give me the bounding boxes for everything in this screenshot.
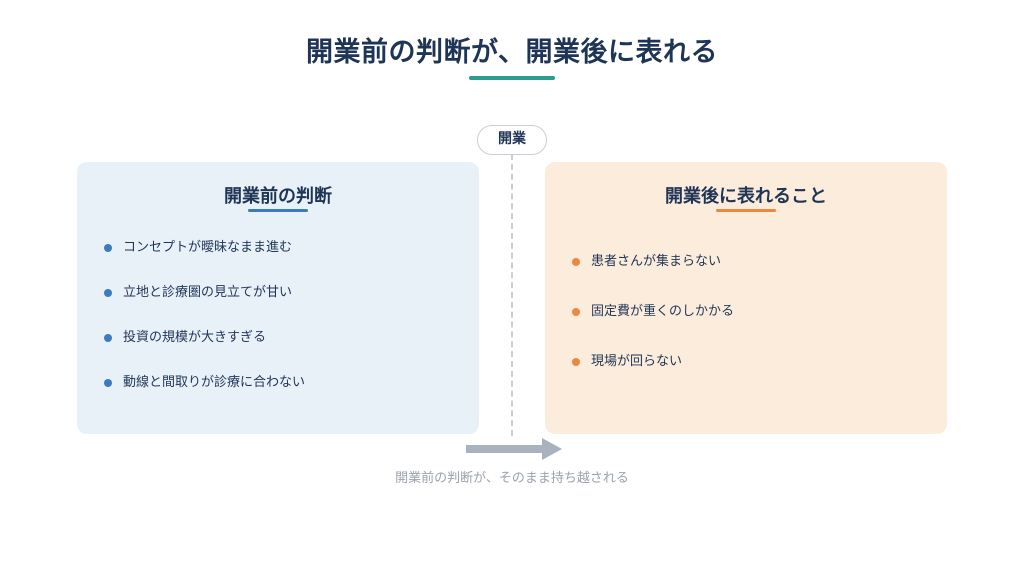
before-panel-underline xyxy=(248,209,308,212)
before-panel-title: 開業前の判断 xyxy=(224,186,332,207)
list-item: 立地と診療圏の見立てが甘い xyxy=(104,283,305,328)
timeline-divider xyxy=(511,154,513,436)
bullet-dot-icon xyxy=(104,379,112,387)
before-opening-panel: 開業前の判断 コンセプトが曖昧なまま進む 立地と診療圏の見立てが甘い 投資の規模… xyxy=(77,162,479,434)
before-decisions-list: コンセプトが曖昧なまま進む 立地と診療圏の見立てが甘い 投資の規模が大きすぎる … xyxy=(104,238,305,418)
bullet-dot-icon xyxy=(104,334,112,342)
list-item: 動線と間取りが診療に合わない xyxy=(104,373,305,418)
bullet-dot-icon xyxy=(104,244,112,252)
bullet-dot-icon xyxy=(572,258,580,266)
after-opening-panel: 開業後に表れること 患者さんが集まらない 固定費が重くのしかかる 現場が回らない xyxy=(545,162,947,434)
list-item-label: 投資の規模が大きすぎる xyxy=(123,330,267,345)
bullet-dot-icon xyxy=(572,358,580,366)
bullet-dot-icon xyxy=(572,308,580,316)
list-item: コンセプトが曖昧なまま進む xyxy=(104,238,305,283)
after-effects-list: 患者さんが集まらない 固定費が重くのしかかる 現場が回らない xyxy=(572,252,734,402)
caption: 開業前の判断が、そのまま持ち越される xyxy=(395,471,629,486)
after-panel-underline xyxy=(716,209,776,212)
title-underline xyxy=(469,76,555,80)
list-item: 現場が回らない xyxy=(572,352,734,402)
list-item-label: 固定費が重くのしかかる xyxy=(591,304,735,319)
page-title: 開業前の判断が、開業後に表れる xyxy=(306,37,718,68)
right-arrow-icon xyxy=(466,438,562,460)
list-item-label: 動線と間取りが診療に合わない xyxy=(123,375,306,390)
opening-milestone-label: 開業 xyxy=(477,125,547,155)
list-item: 固定費が重くのしかかる xyxy=(572,302,734,352)
list-item: 患者さんが集まらない xyxy=(572,252,734,302)
bullet-dot-icon xyxy=(104,289,112,297)
list-item-label: 現場が回らない xyxy=(591,354,683,369)
list-item-label: 立地と診療圏の見立てが甘い xyxy=(123,285,293,300)
list-item: 投資の規模が大きすぎる xyxy=(104,328,305,373)
after-panel-title: 開業後に表れること xyxy=(665,186,827,207)
list-item-label: コンセプトが曖昧なまま進む xyxy=(123,240,293,255)
list-item-label: 患者さんが集まらない xyxy=(591,254,722,269)
